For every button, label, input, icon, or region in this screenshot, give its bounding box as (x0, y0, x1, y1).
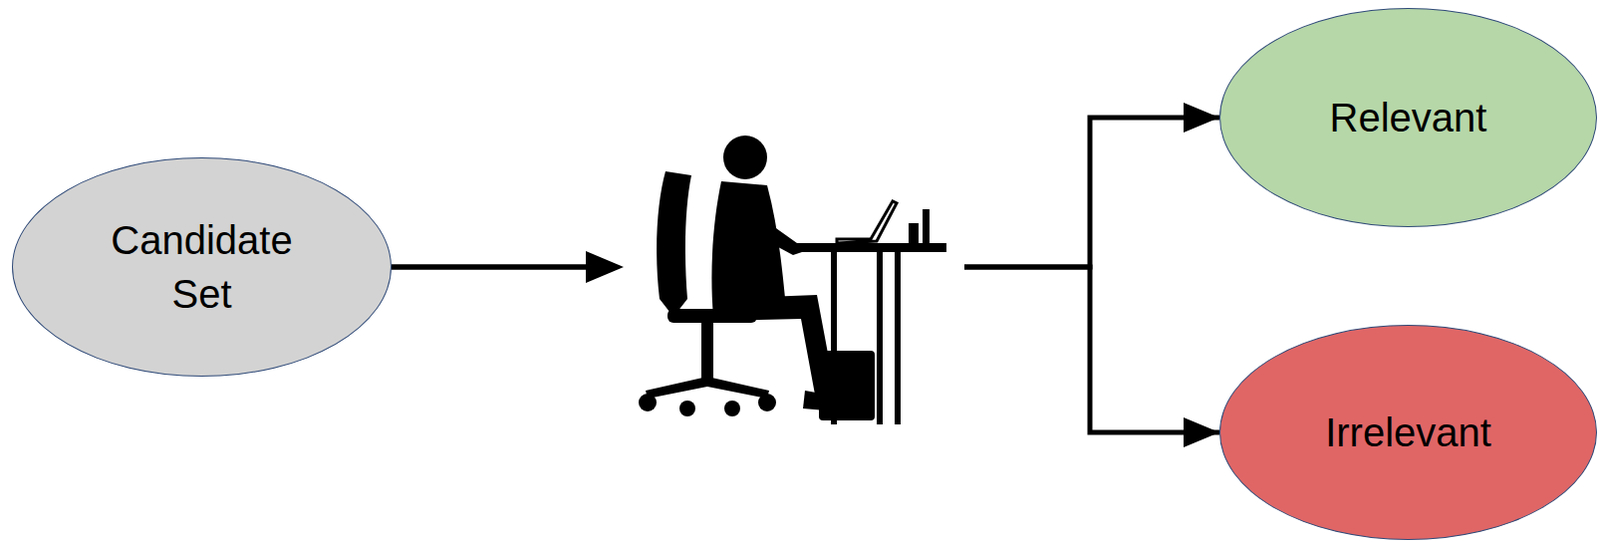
ellipse-node: Relevant (1219, 7, 1598, 228)
person-at-desk-silhouette (638, 135, 947, 425)
ellipse-node: Candidate Set (11, 157, 392, 377)
split-arrow (391, 266, 1220, 433)
node-label: Candidate Set (87, 213, 317, 321)
laptop-outline (836, 201, 897, 244)
split-arrow (391, 117, 1220, 267)
node-label: Relevant (1330, 90, 1488, 145)
ellipse-node: Irrelevant (1219, 324, 1598, 540)
node-label: Irrelevant (1325, 405, 1492, 460)
arrow-head (585, 251, 624, 283)
